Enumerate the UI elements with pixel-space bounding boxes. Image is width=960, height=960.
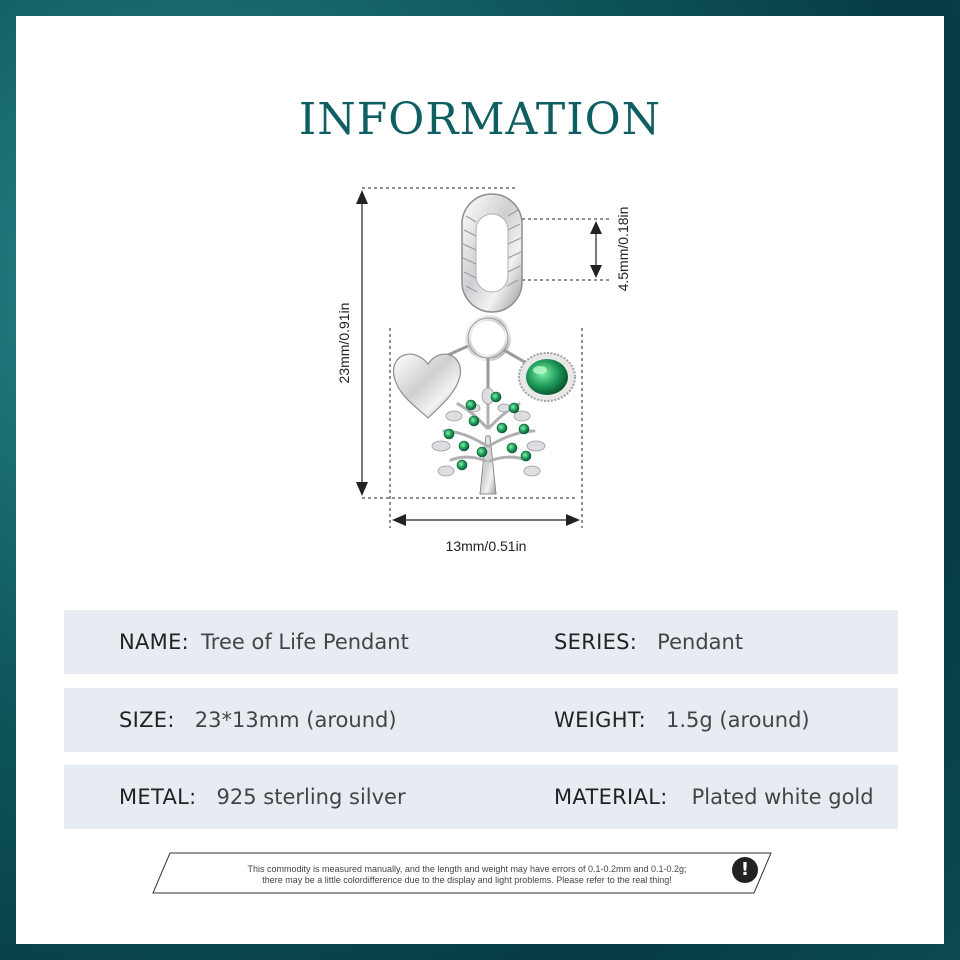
spec-material: MATERIAL: Plated white gold: [554, 765, 874, 829]
spec-value: 23*13mm (around): [194, 708, 397, 732]
spec-row-size: SIZE: 23*13mm (around) WEIGHT: 1.5g (aro…: [64, 688, 898, 752]
pendant-diagram: 23mm/0.91in 4.5mm/0.18in 13mm/0.51in: [336, 187, 631, 554]
spec-label: SERIES:: [554, 630, 638, 654]
green-gem-charm: [503, 348, 576, 402]
spec-name: NAME: Tree of Life Pendant: [119, 610, 409, 674]
height-label: 23mm/0.91in: [336, 303, 352, 384]
spec-value: Pendant: [657, 630, 744, 654]
page-title: INFORMATION: [298, 94, 662, 145]
spec-value: Tree of Life Pendant: [201, 630, 409, 654]
notice-frame: [152, 852, 772, 894]
exclamation-icon: !: [732, 857, 758, 883]
tree-charm: [431, 358, 546, 495]
content-frame: INFORMATION 23mm/0.91in: [16, 16, 944, 944]
spec-label: WEIGHT:: [554, 708, 646, 732]
bail: [461, 193, 523, 313]
inner-label: 4.5mm/0.18in: [615, 207, 631, 292]
disclaimer-notice: This commodity is measured manually, and…: [152, 852, 772, 894]
spec-value: Plated white gold: [691, 785, 874, 809]
spec-series: SERIES: Pendant: [554, 610, 743, 674]
spec-weight: WEIGHT: 1.5g (around): [554, 688, 810, 752]
spec-label: MATERIAL:: [554, 785, 668, 809]
heart-charm: [393, 344, 469, 419]
spec-row-metal: METAL: 925 sterling silver MATERIAL: Pla…: [64, 765, 898, 829]
notice-line-1: This commodity is measured manually, and…: [247, 864, 687, 874]
height-dimension: [356, 187, 576, 499]
spec-value: 1.5g (around): [666, 708, 810, 732]
spec-label: SIZE:: [119, 708, 175, 732]
spec-value: 925 sterling silver: [216, 785, 406, 809]
width-dimension: [389, 328, 583, 528]
width-label: 13mm/0.51in: [446, 538, 527, 554]
spec-label: METAL:: [119, 785, 197, 809]
spec-row-name: NAME: Tree of Life Pendant SERIES: Penda…: [64, 610, 898, 674]
spec-size: SIZE: 23*13mm (around): [119, 688, 397, 752]
notice-line-2: there may be a little colordifference du…: [262, 875, 672, 885]
inner-dimension: [504, 218, 610, 281]
spec-label: NAME:: [119, 630, 190, 654]
spec-metal: METAL: 925 sterling silver: [119, 765, 406, 829]
